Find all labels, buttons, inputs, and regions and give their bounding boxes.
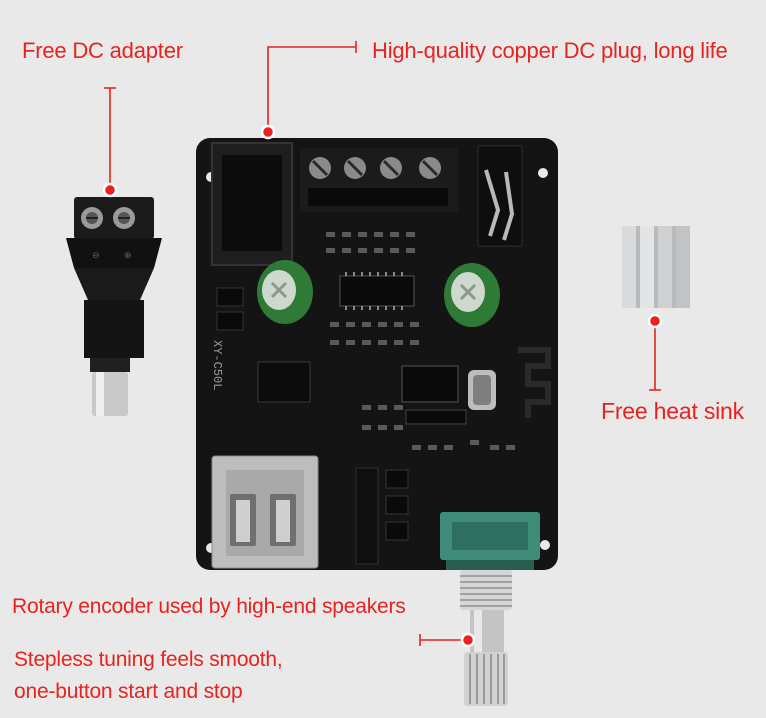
rotary-encoder-label: Rotary encoder used by high-end speakers [12,595,406,618]
stepless-tuning-label: Stepless tuning feels smooth, [14,648,283,671]
dc-adapter-label: Free DC adapter [22,38,183,63]
amplifier-board: XY-C50L [196,138,558,570]
one-button-label: one-button start and stop [14,680,243,703]
board-silkscreen: XY-C50L [210,340,224,390]
callouts [104,41,661,646]
callout-dots [102,124,663,648]
dc-adapter: ⊖ ⊕ [66,197,162,416]
svg-text:⊖: ⊖ [92,250,100,260]
dc-adapter-dot [102,182,118,198]
svg-text:⊕: ⊕ [124,250,132,260]
copper-plug-label: High-quality copper DC plug, long life [372,38,728,63]
heat-sink [622,226,690,308]
heat-sink-dot [647,313,663,329]
copper-plug-dot [260,124,276,140]
encoder-dot [460,632,476,648]
heat-sink-label: Free heat sink [601,398,744,424]
encoder-shaft [460,570,512,706]
